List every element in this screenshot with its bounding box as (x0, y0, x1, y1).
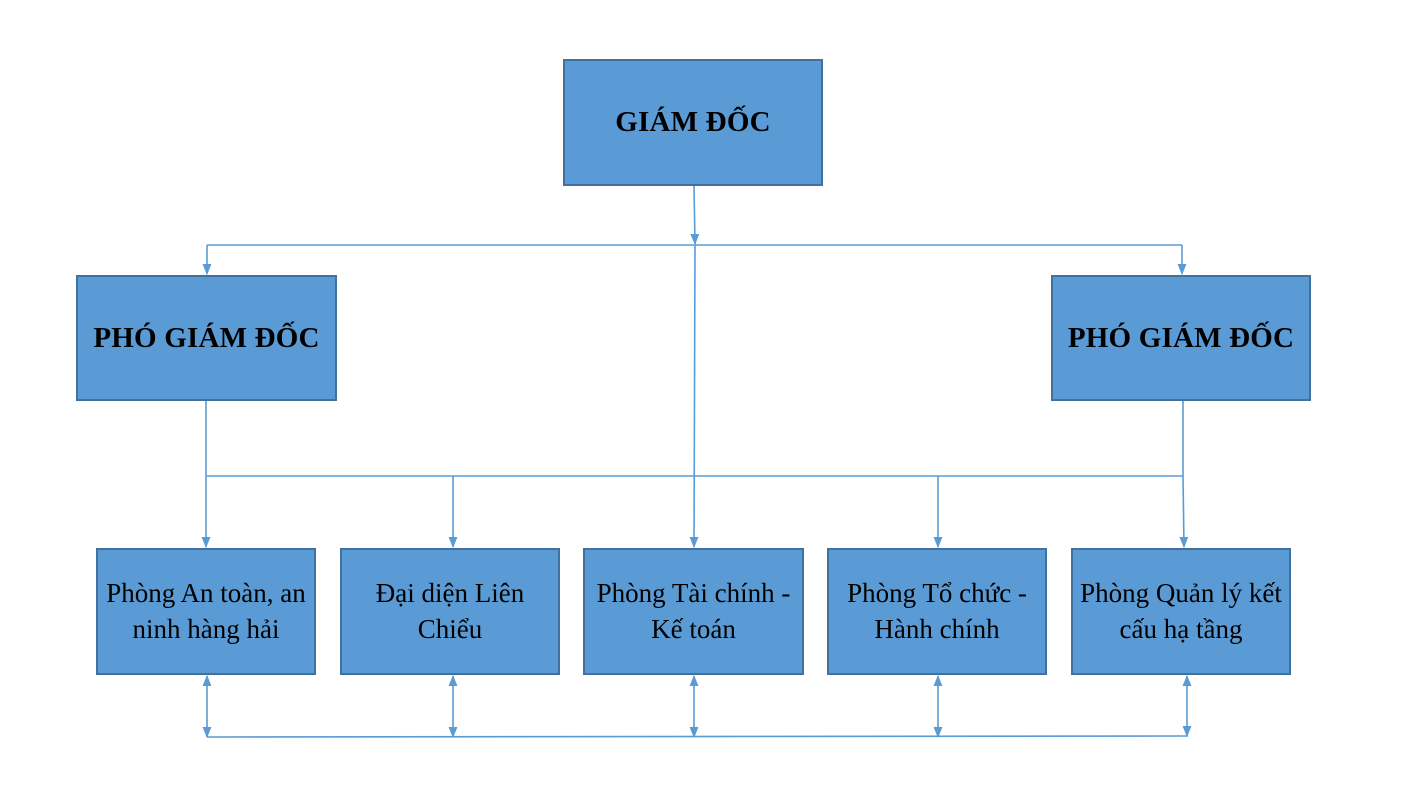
department-label: Phòng An toàn, an ninh hàng hải (106, 578, 306, 644)
deputy-director-box-right: PHÓ GIÁM ĐỐC (1051, 275, 1311, 401)
department-box-lien-chieu: Đại diện Liên Chiểu (340, 548, 560, 675)
department-box-maritime-safety: Phòng An toàn, an ninh hàng hải (96, 548, 316, 675)
director-stem (690, 185, 700, 246)
to-dept-infra (1179, 475, 1189, 549)
department-label: Phòng Quản lý kết cấu hạ tầng (1080, 578, 1282, 644)
to-dept-finance (689, 244, 699, 549)
department-label: Đại diện Liên Chiểu (375, 578, 525, 644)
department-box-organization-administration: Phòng Tổ chức - Hành chính (827, 548, 1047, 675)
deputy-director-label: PHÓ GIÁM ĐỐC (1067, 321, 1295, 354)
department-label: Phòng Tổ chức - Hành chính (847, 578, 1027, 644)
director-label: GIÁM ĐỐC (615, 106, 771, 138)
department-box-infrastructure: Phòng Quản lý kết cấu hạ tầng (1071, 548, 1291, 675)
department-box-finance-accounting: Phòng Tài chính - Kế toán (583, 548, 804, 675)
deputy-director-label: PHÓ GIÁM ĐỐC (93, 321, 320, 354)
bottom-bus (206, 735, 1189, 738)
director-box: GIÁM ĐỐC (563, 59, 823, 186)
deputy-director-box-left: PHÓ GIÁM ĐỐC (76, 275, 337, 401)
department-label: Phòng Tài chính - Kế toán (596, 578, 791, 644)
